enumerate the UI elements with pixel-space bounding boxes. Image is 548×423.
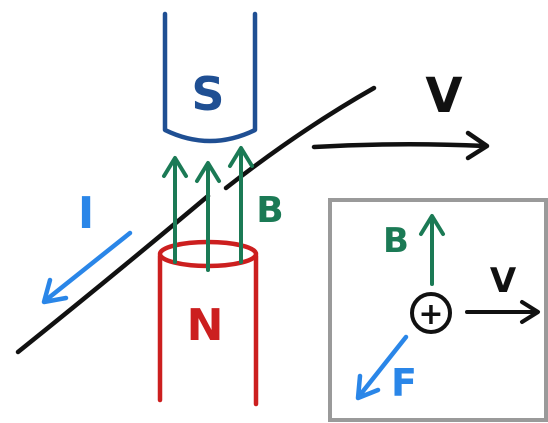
- south-magnet: [162, 11, 258, 144]
- field-arrow-right: [228, 146, 254, 264]
- inset-force-label: F: [391, 361, 417, 405]
- wire: [15, 193, 211, 355]
- inset-force-arrow: [355, 334, 409, 401]
- inset-field-label: B: [383, 221, 409, 261]
- current-label: I: [78, 188, 94, 239]
- current-arrow: [41, 230, 133, 305]
- field-arrow-middle: [195, 161, 221, 272]
- inset-field-arrow: [419, 214, 445, 286]
- inset-box: [328, 198, 548, 422]
- field-label: B: [256, 190, 283, 231]
- field-lines: [162, 146, 254, 272]
- velocity-arrow: [311, 130, 490, 161]
- field-arrow-left: [162, 156, 188, 264]
- south-pole-label: S: [191, 67, 224, 121]
- north-pole-label: N: [187, 300, 224, 351]
- inset-charge-label: +: [418, 297, 443, 332]
- inset-velocity-arrow: [465, 300, 540, 324]
- wire-upper: [223, 85, 377, 191]
- inset-charge-circle: [410, 292, 452, 334]
- inset-velocity-label: V: [490, 261, 517, 301]
- velocity-label: V: [425, 68, 462, 124]
